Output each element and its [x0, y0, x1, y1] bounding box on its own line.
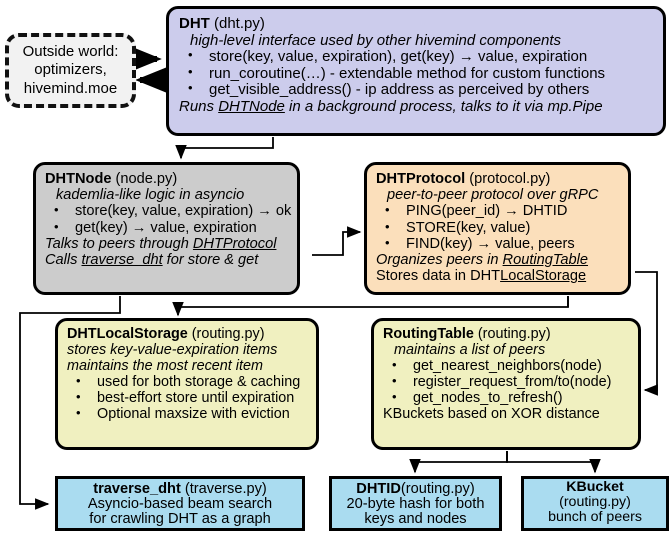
dhtid-title: DHTID(routing.py)	[356, 481, 475, 497]
traverse-dht-title: traverse_dht (traverse.py)	[93, 481, 267, 497]
dht-footer: Runs DHTNode in a background process, ta…	[179, 97, 603, 115]
edge-dhtnode-to-dhtprotocol	[312, 226, 362, 256]
dhtnode-title: DHTNode (node.py)	[45, 171, 178, 187]
node-dhtlocalstorage[interactable]: DHTLocalStorage (routing.py) stores key-…	[55, 318, 319, 450]
node-kbucket[interactable]: KBucket (routing.py) bunch of peers	[521, 476, 669, 531]
node-routingtable[interactable]: RoutingTable (routing.py) maintains a li…	[371, 318, 641, 450]
routingtable-bullet-1: get_nearest_neighbors(node)	[383, 358, 638, 374]
node-dhtnode[interactable]: DHTNode (node.py) kademlia-like logic in…	[33, 162, 300, 295]
dhtlocalstorage-bullet-1: used for both storage & caching	[67, 374, 316, 390]
dhtnode-link-dhtprotocol[interactable]: DHTProtocol	[192, 235, 277, 252]
dhtlocalstorage-title: DHTLocalStorage (routing.py)	[67, 326, 265, 342]
edge-dhtprotocol-to-dhtlocalstorage	[172, 296, 569, 317]
dhtnode-subtitle: kademlia-like logic in asyncio	[56, 187, 245, 204]
outside-world-line-2: optimizers,	[34, 61, 107, 79]
kbucket-title: KBucket	[566, 479, 624, 495]
kbucket-file: (routing.py)	[559, 493, 631, 510]
dhtlocalstorage-subtitle-1: stores key-value-expiration items	[67, 341, 278, 358]
outside-world-text: Outside world: optimizers, hivemind.moe	[23, 43, 119, 98]
dhtlocalstorage-subtitle-2: maintains the most recent item	[67, 357, 263, 374]
dhtnode-bullet-1: store(key, value, expiration) → ok	[45, 203, 297, 219]
dhtprotocol-subtitle: peer-to-peer protocol over gRPC	[387, 187, 599, 204]
routingtable-bullet-2: register_request_from/to(node)	[383, 374, 638, 390]
dht-subtitle: high-level interface used by other hivem…	[190, 31, 562, 49]
kbucket-line-1: bunch of peers	[548, 508, 642, 525]
edge-routingtable-to-dhtid	[409, 451, 508, 474]
routingtable-footer: KBuckets based on XOR distance	[383, 405, 600, 422]
dhtnode-bullet-2: get(key) → value, expiration	[45, 220, 297, 236]
routingtable-bullet-3: get_nodes_to_refresh()	[383, 390, 638, 406]
traverse-dht-line-1: Asyncio-based beam search	[87, 496, 273, 513]
dhtprotocol-bullet-3: FIND(key) → value, peers	[376, 236, 628, 252]
node-outside-world[interactable]: Outside world: optimizers, hivemind.moe	[5, 33, 136, 108]
node-dhtprotocol[interactable]: DHTProtocol (protocol.py) peer-to-peer p…	[364, 162, 631, 295]
dhtprotocol-link-routingtable[interactable]: RoutingTable	[502, 251, 589, 268]
dhtid-line-2: keys and nodes	[364, 511, 467, 528]
dht-bullet-1: store(key, value, expiration), get(key) …	[179, 48, 663, 65]
edge-dht-to-dhtnode	[175, 137, 274, 160]
node-dht[interactable]: DHT (dht.py) high-level interface used b…	[166, 6, 666, 136]
traverse-dht-line-2: for crawling DHT as a graph	[89, 511, 271, 528]
dhtprotocol-title: DHTProtocol (protocol.py)	[376, 171, 551, 187]
node-dhtid[interactable]: DHTID(routing.py) 20-byte hash for both …	[329, 476, 502, 531]
node-traverse-dht[interactable]: traverse_dht (traverse.py) Asyncio-based…	[55, 476, 305, 531]
edge-routingtable-to-kbucket	[506, 451, 601, 474]
dhtnode-footer-2: Calls traverse_dht for store & get	[45, 251, 259, 268]
dhtid-line-1: 20-byte hash for both	[346, 496, 485, 513]
dhtprotocol-link-localstorage[interactable]: LocalStorage	[500, 268, 587, 285]
routingtable-title: RoutingTable (routing.py)	[383, 326, 551, 342]
outside-world-line-1: Outside world:	[22, 43, 119, 61]
dht-bullet-3: get_visible_address() - ip address as pe…	[179, 81, 663, 98]
dhtprotocol-bullet-1: PING(peer_id) → DHTID	[376, 203, 628, 219]
dhtnode-footer-1: Talks to peers through DHTProtocol	[45, 235, 277, 252]
dht-footer-link[interactable]: DHTNode	[218, 97, 285, 115]
dht-title: DHT (dht.py)	[179, 15, 265, 32]
routingtable-subtitle: maintains a list of peers	[394, 341, 546, 358]
dhtprotocol-footer-1: Organizes peers in RoutingTable	[376, 251, 589, 268]
dhtprotocol-bullet-2: STORE(key, value)	[376, 220, 628, 236]
dht-bullet-2: run_coroutine(…) - extendable method for…	[179, 65, 663, 82]
outside-world-line-3: hivemind.moe	[23, 79, 118, 97]
dhtprotocol-footer-2: Stores data in DHTLocalStorage	[376, 268, 587, 285]
dhtlocalstorage-bullet-3: Optional maxsize with eviction	[67, 406, 316, 422]
dhtlocalstorage-bullet-2: best-effort store until expiration	[67, 390, 316, 406]
dhtnode-link-traverse[interactable]: traverse_dht	[81, 251, 163, 268]
